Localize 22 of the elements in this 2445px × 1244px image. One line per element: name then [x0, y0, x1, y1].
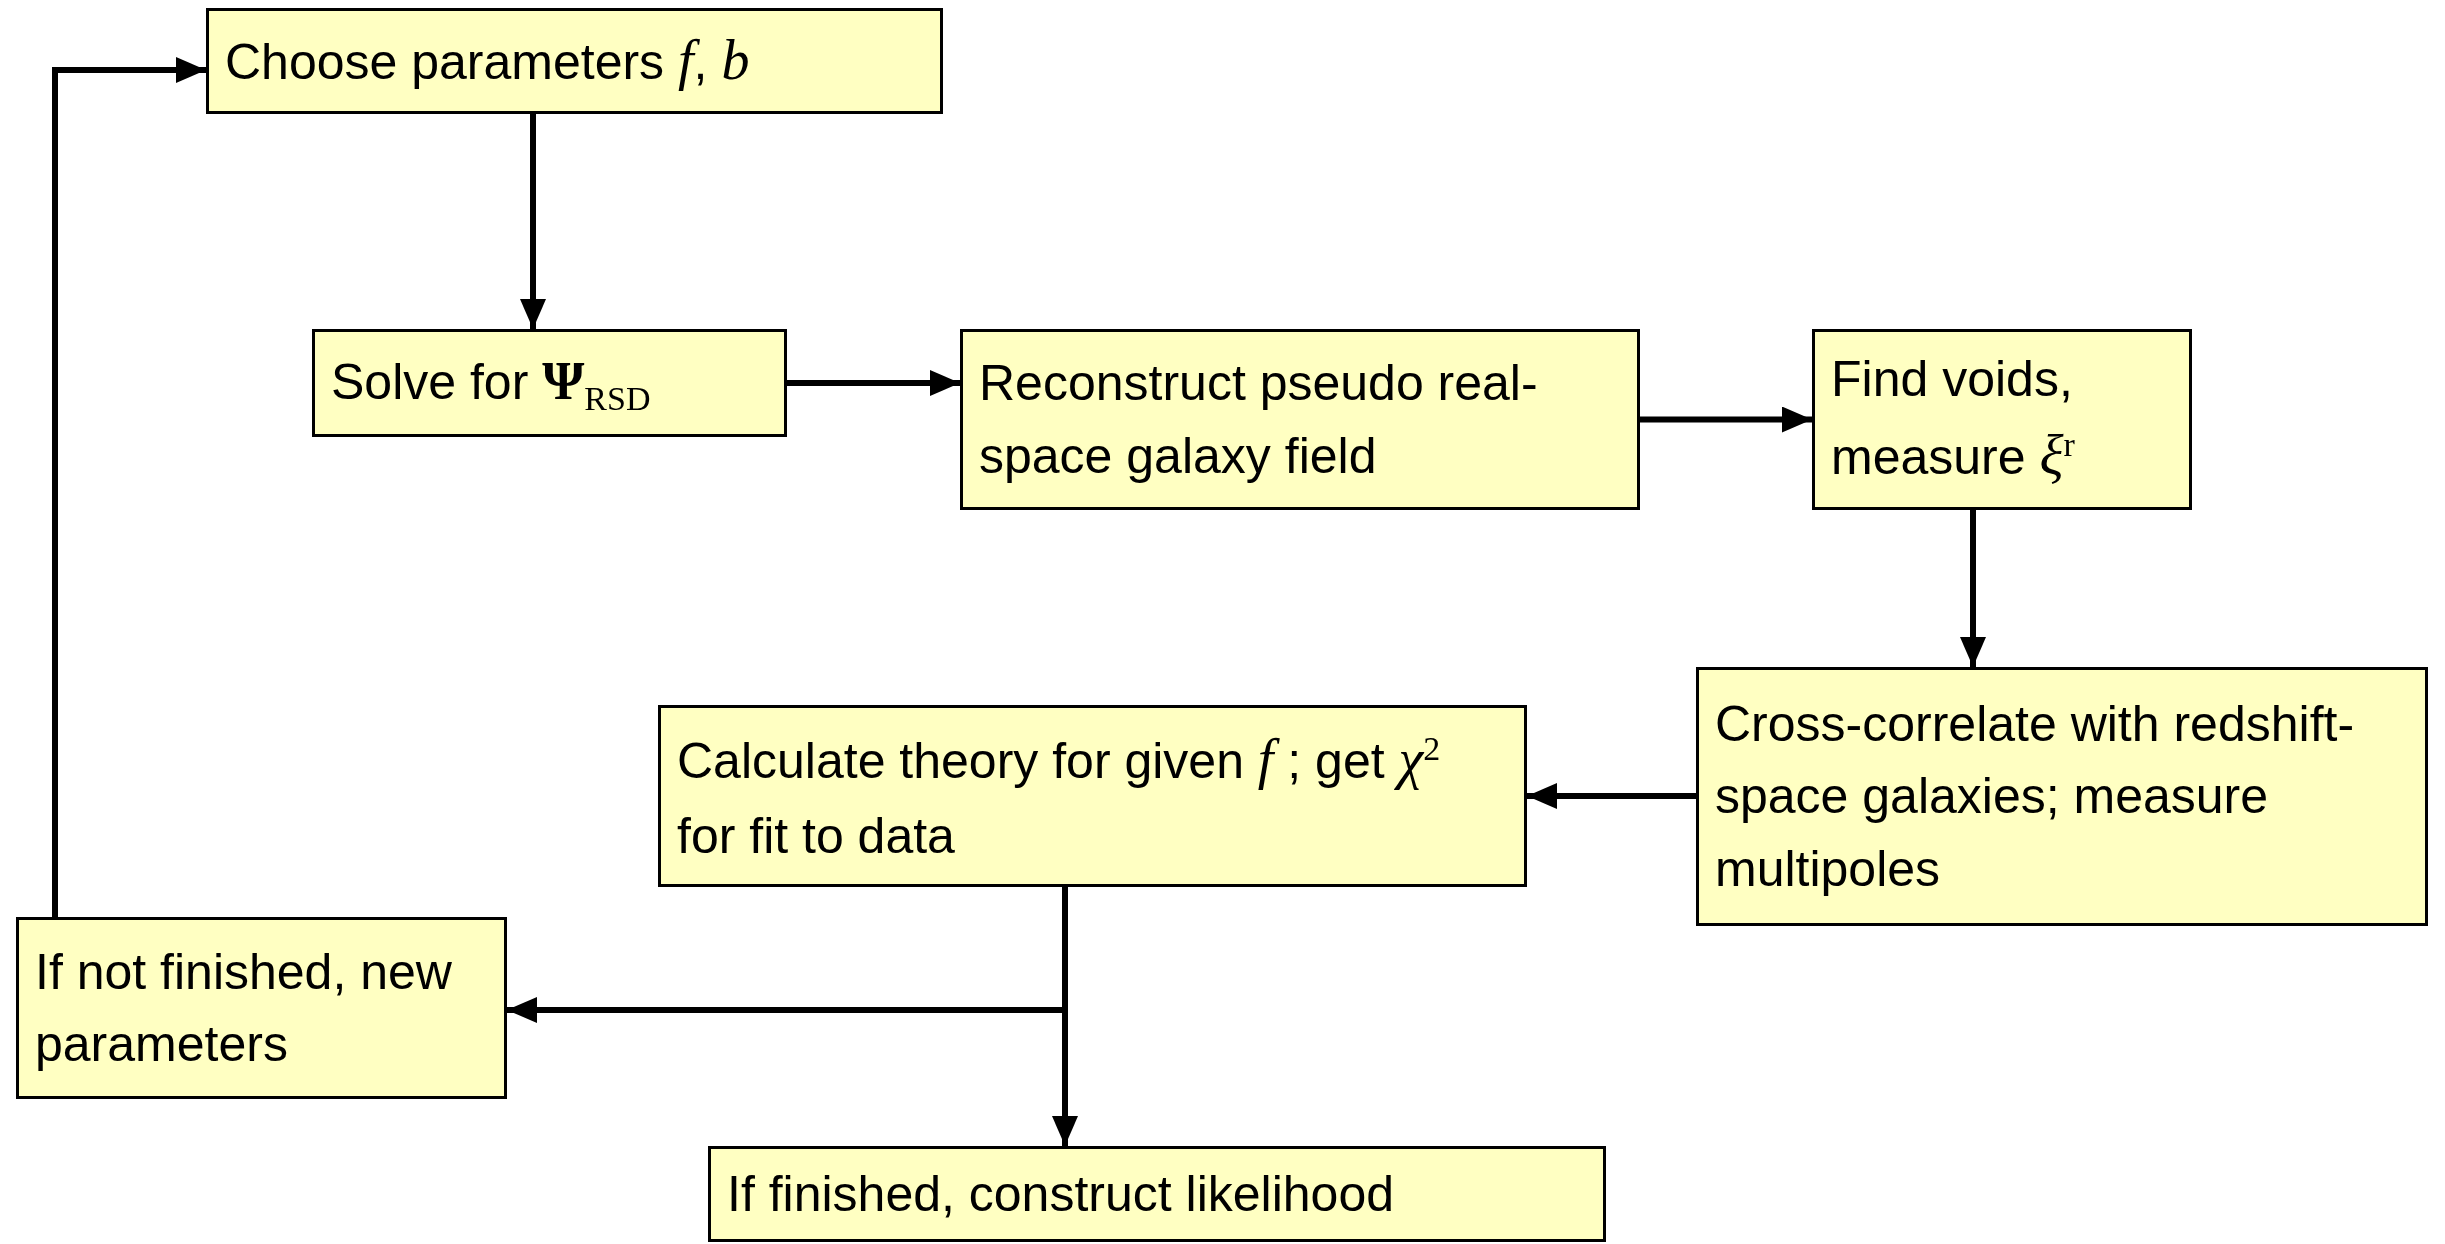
- process-box: [960, 329, 1640, 510]
- process-box: [16, 917, 507, 1099]
- arrow: [52, 57, 206, 917]
- arrow: [787, 370, 960, 396]
- arrow: [520, 114, 546, 329]
- step-text: Find voids, measure ξ$^{r}$: [1831, 349, 2076, 489]
- step-text: Reconstruct pseudo real-space galaxy field: [979, 354, 1539, 486]
- step-text: Choose parameters f, b: [225, 28, 750, 94]
- step-text: If finished, construct likelihood: [727, 1164, 1395, 1224]
- arrow: [1527, 783, 1696, 809]
- process-box: [206, 8, 943, 114]
- process-box: [708, 1146, 1606, 1242]
- process-box: [1812, 329, 2192, 510]
- process-box: [658, 705, 1527, 887]
- step-text: Calculate theory for given f ; get χ$^{2}$ for fit to data: [677, 727, 1442, 867]
- step-text: If not finished, new parameters: [35, 942, 453, 1074]
- process-box: [1696, 667, 2428, 926]
- step-text: Solve for Ψ$_{RSD}$: [331, 350, 651, 420]
- arrow: [1640, 406, 1812, 433]
- step-text: Cross-correlate with redshift-space galaxies; measure multipoles: [1715, 694, 2356, 899]
- arrow: [1960, 510, 1986, 667]
- process-box: [312, 329, 787, 437]
